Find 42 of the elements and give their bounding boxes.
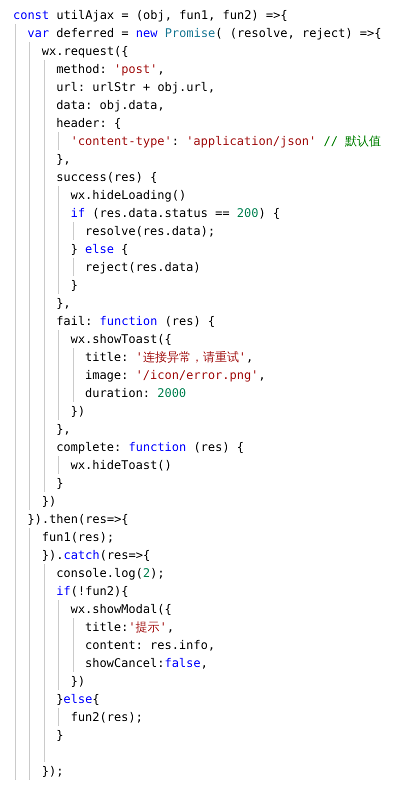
code-line: fun1(res);	[42, 529, 114, 545]
code-line: header: {	[56, 115, 122, 131]
code-line: title:'提示',	[85, 619, 174, 635]
code-line: }).then(res=>{	[27, 511, 129, 527]
code-line: })	[70, 673, 86, 689]
code-line: complete: function (res) {	[56, 439, 244, 455]
code-line: content: res.info,	[85, 637, 216, 653]
code-line: success(res) {	[56, 169, 158, 185]
code-line: resolve(res.data);	[85, 223, 216, 239]
code-line: } else {	[70, 241, 128, 257]
code-line: title: '连接异常，请重试',	[85, 349, 254, 365]
code-line: }	[70, 277, 78, 293]
code-line: image: '/icon/error.png',	[85, 367, 266, 383]
code-line: 'content-type': 'application/json' // 默认值	[70, 133, 382, 149]
code-line: }else{	[56, 691, 100, 707]
code-line: });	[42, 763, 64, 779]
code-line: duration: 2000	[85, 385, 186, 401]
code-line: console.log(2);	[56, 565, 165, 581]
code-line: }	[56, 475, 64, 491]
code-line: },	[56, 151, 71, 167]
code-line: showCancel:false,	[85, 655, 208, 671]
code-line: },	[56, 421, 71, 437]
code-line: if(!fun2){	[56, 583, 128, 599]
code-line: wx.showModal({	[70, 601, 172, 617]
code-line: wx.request({	[42, 43, 128, 59]
code-line: method: 'post',	[56, 61, 165, 77]
code-line: const utilAjax = (obj, fun1, fun2) =>{	[13, 7, 288, 23]
code-line: fun2(res);	[70, 709, 143, 725]
code-line: })	[70, 403, 86, 419]
code-line: }).catch(res=>{	[42, 547, 150, 563]
code-line: reject(res.data)	[85, 259, 201, 275]
code-line: url: urlStr + obj.url,	[56, 79, 216, 95]
code-line: fail: function (res) {	[56, 313, 216, 329]
code-line: var deferred = new Promise( (resolve, reject) =>{	[27, 25, 382, 41]
code-line: })	[42, 493, 56, 509]
code-line: data: obj.data,	[56, 97, 165, 113]
code-line: }	[56, 727, 64, 743]
code-line: if (res.data.status == 200) {	[70, 205, 280, 221]
code-line: wx.showToast({	[70, 331, 172, 347]
code-line: wx.hideToast()	[70, 457, 172, 473]
code-line: },	[56, 295, 71, 311]
code-line: wx.hideLoading()	[70, 187, 186, 203]
